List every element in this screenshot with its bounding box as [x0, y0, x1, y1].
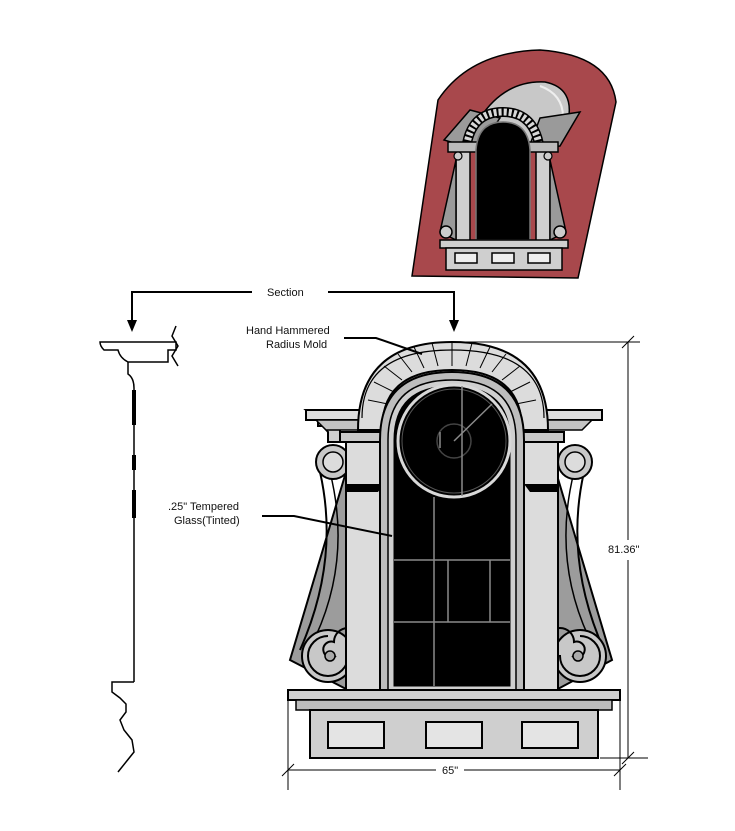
height-dimension-label: 81.36"	[608, 544, 640, 556]
window-elevation	[287, 340, 621, 759]
section-callout: Section	[127, 287, 459, 332]
oculus-ring	[396, 383, 512, 499]
tinted-glass	[393, 385, 511, 687]
section-label: Section	[267, 287, 304, 299]
thumbnail-render	[411, 49, 617, 279]
sill	[287, 689, 621, 701]
mold-label-line1: Hand Hammered	[246, 325, 330, 337]
left-pilaster	[345, 439, 381, 693]
base-panel-center	[425, 721, 483, 749]
glass-label-line2: Glass(Tinted)	[174, 515, 240, 527]
mold-callout: Hand Hammered Radius Mold	[246, 325, 423, 355]
height-dimension	[460, 335, 648, 765]
right-scroll	[545, 627, 607, 683]
right-pilaster	[523, 439, 559, 693]
section-profile	[99, 325, 179, 773]
width-dimension-label: 65"	[442, 765, 458, 777]
base-panel-right	[521, 721, 579, 749]
base-panel-left	[327, 721, 385, 749]
muntins	[394, 386, 510, 686]
glass-label-line1: .25" Tempered	[168, 501, 239, 513]
width-dimension	[281, 700, 627, 790]
mold-label-line2: Radius Mold	[266, 339, 327, 351]
glass-callout: .25" Tempered Glass(Tinted)	[168, 501, 393, 537]
